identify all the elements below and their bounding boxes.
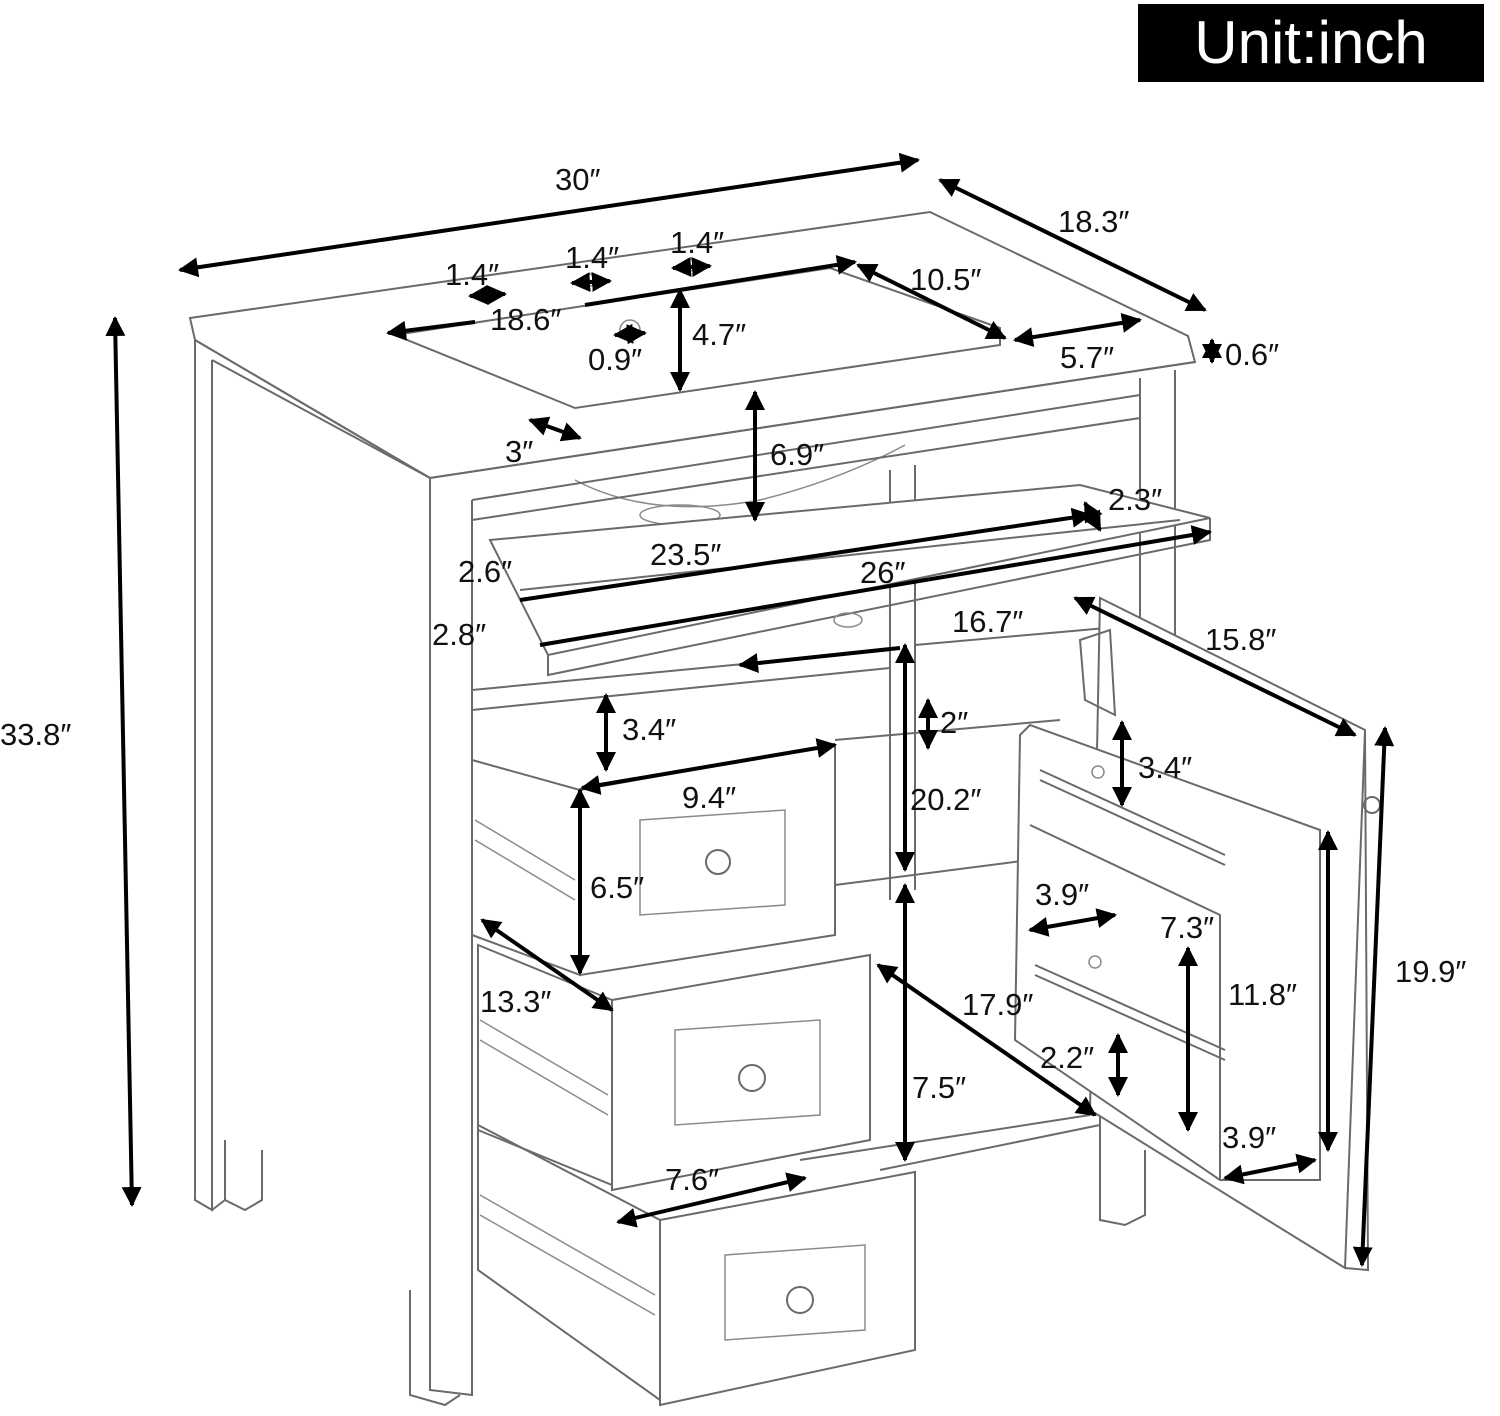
shelf-width-label: 26″: [860, 555, 905, 590]
depth-label: 18.3″: [1058, 204, 1129, 239]
height-label: 33.8″: [0, 717, 71, 752]
unit-label: Unit:inch: [1138, 4, 1484, 82]
drawer-3: [477, 1123, 916, 1407]
front-edge-label: 3″: [505, 434, 533, 469]
basin-width-label: 18.6″: [490, 302, 561, 337]
rack-height-label: 11.8″: [1228, 977, 1297, 1012]
door-height-label: 19.9″: [1395, 954, 1466, 989]
shelf-depth-label: 2.3″: [1108, 482, 1162, 517]
drawer-depth-label: 13.3″: [480, 984, 551, 1019]
dimension-arrows: [105, 152, 1395, 1267]
basin-depth-label: 10.5″: [910, 262, 981, 297]
hole-a-label: 1.4″: [445, 257, 499, 292]
rack-width-label: 7.3″: [1160, 910, 1214, 945]
drawer-2: [477, 943, 871, 1192]
drawer-1: [471, 743, 836, 977]
drawer-front-height-label: 6.5″: [590, 870, 644, 905]
shelf-side-a-label: 2.6″: [458, 554, 512, 589]
diagonal-depth-label: 17.9″: [962, 987, 1033, 1022]
hole-c-label: 1.4″: [670, 225, 724, 260]
drawer-front-width-label: 9.4″: [682, 780, 736, 815]
lower-shelf-height-label: 7.5″: [912, 1070, 966, 1105]
left-side-panel: [194, 340, 213, 1212]
basin-height-label: 6.9″: [770, 437, 824, 472]
open-section-height-label: 20.2″: [910, 782, 981, 817]
drawer-inner-width-label: 7.6″: [665, 1162, 719, 1197]
hole-b-label: 1.4″: [565, 240, 619, 275]
rack-depth-label: 3.9″: [1035, 877, 1089, 912]
rack-bottom-depth-label: 3.9″: [1222, 1120, 1276, 1155]
drawer-section-width-label: 16.7″: [952, 604, 1023, 639]
basin-top-depth-label: 4.7″: [692, 317, 746, 352]
door-shelf-gap-label: 3.4″: [1138, 750, 1192, 785]
top-thickness-label: 0.6″: [1225, 337, 1279, 372]
shelf-side-b-label: 2.8″: [432, 617, 486, 652]
bottom-gap-label: 2.2″: [1040, 1040, 1094, 1075]
cabinet-drawing: [188, 210, 1381, 1407]
front-frame: [429, 478, 473, 1397]
dimension-labels: 30″ 18.3″ 33.8″ 1.4″ 1.4″ 1.4″ 18.6″ 10.…: [0, 162, 1466, 1197]
overflow-label: 0.9″: [588, 342, 642, 377]
door-width-label: 15.8″: [1205, 622, 1276, 657]
basin-to-edge-label: 5.7″: [1060, 340, 1114, 375]
width-label: 30″: [555, 162, 600, 197]
gap-2-label: 2″: [940, 705, 968, 740]
top-gap-label: 3.4″: [622, 712, 676, 747]
shelf-inner-width-label: 23.5″: [650, 537, 721, 572]
